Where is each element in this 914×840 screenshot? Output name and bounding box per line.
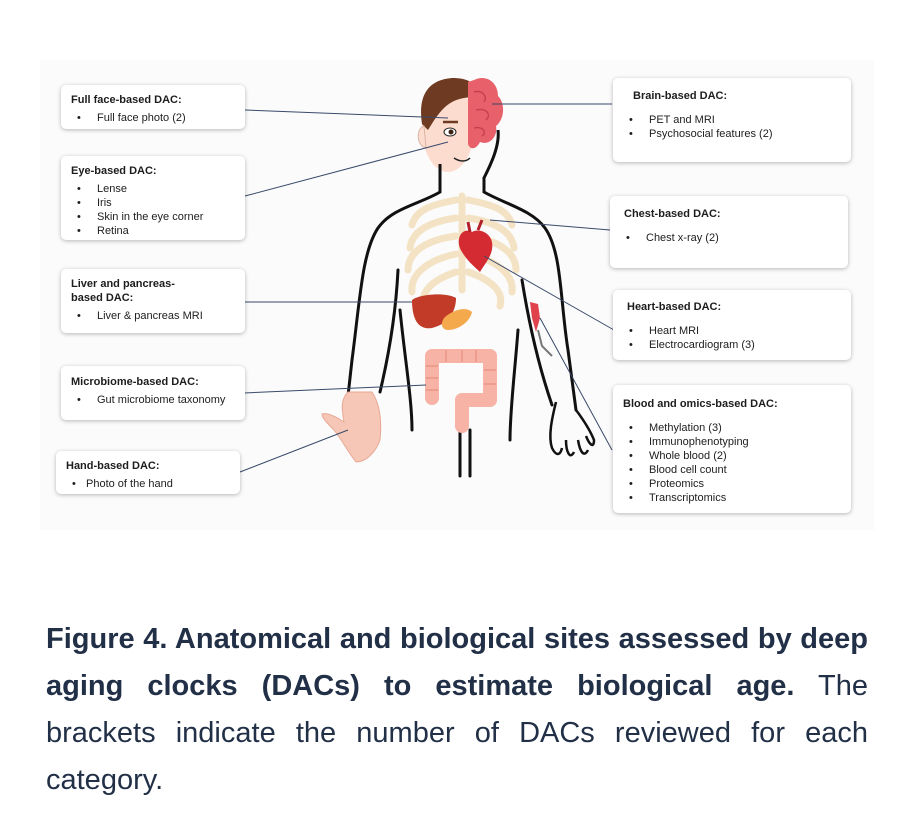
list-item: Liver & pancreas MRI (71, 309, 235, 323)
chest-list: Chest x-ray (2) (620, 231, 838, 245)
leg-lines (458, 428, 472, 478)
blood-omics-list: Methylation (3) Immunophenotyping Whole … (623, 421, 841, 505)
body-outline-right (482, 176, 578, 412)
intestine-folds (426, 350, 496, 391)
heart-vessels (466, 219, 484, 233)
hand-right (549, 401, 596, 457)
microbiome-box-title: Microbiome-based DAC: (71, 376, 199, 388)
heart-box: Heart-based DAC: Heart MRI Electrocardio… (613, 290, 851, 360)
brain-list: PET and MRI Psychosocial features (2) (623, 113, 841, 141)
list-item: Methylation (3) (623, 421, 841, 435)
chest-box-title: Chest-based DAC: (624, 208, 721, 220)
eye-list: Lense Iris Skin in the eye corner Retina (71, 182, 235, 238)
waist-right (508, 328, 520, 442)
heart-organ (458, 230, 493, 272)
caption-title: Figure 4. Anatomical and biological site… (46, 623, 868, 702)
brain-box: Brain-based DAC: PET and MRI Psychosocia… (613, 78, 851, 162)
body-outline-left (346, 176, 442, 398)
hand-left (321, 391, 382, 463)
full-face-box: Full face-based DAC: Full face photo (2) (61, 85, 245, 129)
blood-drip-tube (537, 329, 553, 357)
pancreas-organ (441, 309, 472, 330)
blood-vial (530, 302, 540, 332)
inner-arm-right (520, 278, 554, 407)
waist-left (398, 308, 414, 432)
list-item: Immunophenotyping (623, 435, 841, 449)
list-item: Psychosocial features (2) (623, 127, 841, 141)
brain-box-title: Brain-based DAC: (633, 90, 728, 102)
anatomy-illustration (239, 77, 615, 478)
blood-omics-box-title: Blood and omics-based DAC: (623, 398, 778, 410)
microbiome-box: Microbiome-based DAC: Gut microbiome tax… (61, 366, 245, 420)
list-item: Lense (71, 182, 235, 196)
brain-organ (468, 77, 504, 149)
inner-arm-left (378, 268, 400, 394)
mouth (453, 157, 471, 162)
chest-box: Chest-based DAC: Chest x-ray (2) (610, 196, 848, 268)
list-item: Chest x-ray (2) (620, 231, 838, 245)
pupil-left (448, 129, 454, 135)
liver-pancreas-box-title: Liver and pancreas- based DAC: (71, 278, 175, 304)
full-face-box-title: Full face-based DAC: (71, 94, 182, 106)
list-item: Whole blood (2) (623, 449, 841, 463)
list-item: Full face photo (2) (71, 111, 235, 125)
leader-lines (239, 103, 615, 473)
eye-box-title: Eye-based DAC: (71, 165, 157, 177)
list-item: Electrocardiogram (3) (623, 338, 841, 352)
list-item: Skin in the eye corner (71, 210, 235, 224)
list-item: Heart MRI (623, 324, 841, 338)
blood-omics-box: Blood and omics-based DAC: Methylation (… (613, 385, 851, 513)
list-item: Blood cell count (623, 463, 841, 477)
hand-box-title: Hand-based DAC: (66, 460, 160, 472)
neck-outline (438, 129, 500, 180)
figure-caption: Figure 4. Anatomical and biological site… (46, 616, 868, 804)
heart-box-title: Heart-based DAC: (627, 301, 722, 313)
list-item: Proteomics (623, 477, 841, 491)
list-item: PET and MRI (623, 113, 841, 127)
list-item: Photo of the hand (66, 477, 230, 491)
liver-pancreas-box: Liver and pancreas- based DAC: Liver & p… (61, 269, 245, 333)
list-item: Gut microbiome taxonomy (71, 393, 235, 407)
hand-list: Photo of the hand (66, 477, 230, 491)
full-face-list: Full face photo (2) (71, 111, 235, 125)
hand-box: Hand-based DAC: Photo of the hand (56, 451, 240, 494)
list-item: Iris (71, 196, 235, 210)
list-item: Retina (71, 224, 235, 238)
brain-folds (473, 90, 490, 137)
caption-body: The brackets indicate the number of DACs… (46, 670, 868, 796)
liver-pancreas-list: Liver & pancreas MRI (71, 309, 235, 323)
intestine-organ (425, 349, 497, 433)
microbiome-list: Gut microbiome taxonomy (71, 393, 235, 407)
eye-box: Eye-based DAC: Lense Iris Skin in the ey… (61, 156, 245, 240)
heart-list: Heart MRI Electrocardiogram (3) (623, 324, 841, 352)
list-item: Transcriptomics (623, 491, 841, 505)
